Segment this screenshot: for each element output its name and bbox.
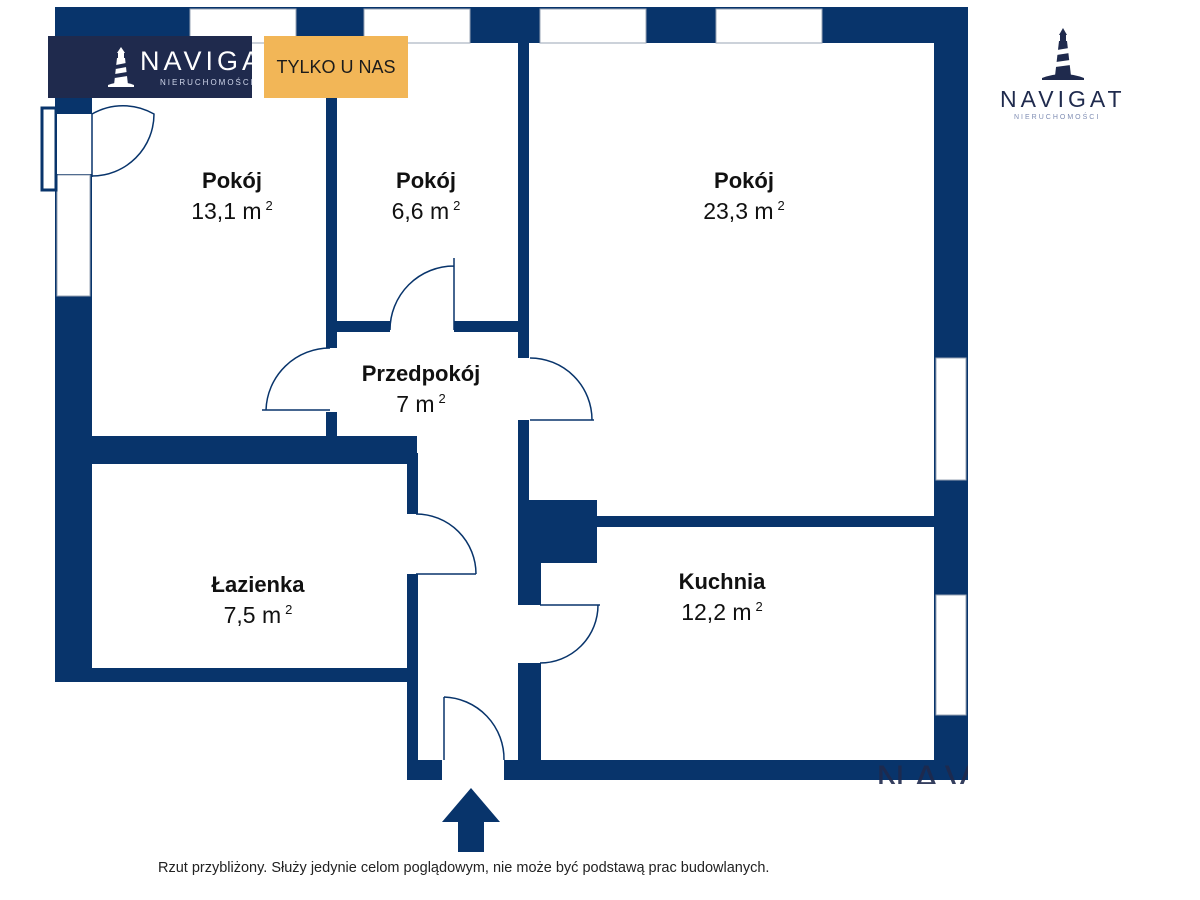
balcony <box>40 106 58 192</box>
lighthouse-icon <box>1042 28 1084 80</box>
brand-name: NAVIGAT <box>140 46 283 76</box>
wall-room2-room3 <box>518 43 529 503</box>
room-name: Pokój <box>396 168 456 193</box>
area-unit-exponent: 2 <box>777 198 785 214</box>
area-unit-exponent: 2 <box>438 391 446 407</box>
brand-subtitle: NIERUCHOMOŚCI <box>1014 114 1101 121</box>
window-right-2 <box>935 594 967 716</box>
room-area: 7 m <box>396 391 435 417</box>
brand-name: NAVIGAT <box>1000 86 1126 112</box>
wall-bottom <box>407 760 968 780</box>
door-opening-room3 <box>514 358 534 420</box>
brand-badge: NAVIGAT NIERUCHOMOŚCI <box>48 36 279 98</box>
arrow-up-icon <box>442 788 500 852</box>
wall-bathroom-bottom <box>55 668 417 682</box>
brand-subtitle: NIERUCHOMOŚCI <box>160 78 255 87</box>
area-unit-exponent: 2 <box>755 599 763 615</box>
door-swing-kitchen <box>539 604 600 664</box>
lighthouse-icon <box>108 47 134 87</box>
wall-left <box>55 7 92 682</box>
door-opening-kitchen <box>517 605 545 663</box>
door-opening-entrance <box>442 756 504 784</box>
room-area: 23,3 m <box>703 198 774 224</box>
door-swing-room3 <box>529 357 594 421</box>
door-swing-entrance <box>443 696 505 761</box>
door-opening-room2 <box>390 319 454 334</box>
wall-corridor-left <box>407 453 418 780</box>
door-swing-room2 <box>389 258 455 331</box>
area-unit-exponent: 2 <box>285 602 293 618</box>
room-name: Kuchnia <box>678 569 766 594</box>
door-swing-bathroom <box>415 513 477 575</box>
wall-room1-bathroom <box>55 436 417 464</box>
window-top-4 <box>715 8 823 44</box>
room-area: 12,2 m <box>681 599 752 625</box>
area-unit-exponent: 2 <box>453 198 461 214</box>
disclaimer-text: Rzut przybliżony. Służy jedynie celom po… <box>158 860 770 876</box>
room-name: Pokój <box>714 168 774 193</box>
room-area: 6,6 m <box>391 198 450 224</box>
room-name: Pokój <box>202 168 262 193</box>
door-opening-room1 <box>322 348 340 412</box>
room-area: 13,1 m <box>191 198 262 224</box>
window-top-3 <box>539 8 647 44</box>
room-name: Przedpokój <box>361 361 481 386</box>
room-area: 7,5 m <box>223 602 282 628</box>
wall-room3-kitchen <box>518 516 934 527</box>
door-swing-room1 <box>262 347 331 411</box>
room-name: Łazienka <box>211 572 305 597</box>
exclusive-tag: TYLKO U NAS <box>264 36 408 98</box>
door-swing-balcony <box>91 104 155 177</box>
window-left <box>56 174 91 297</box>
doors <box>57 104 600 784</box>
door-opening-bathroom <box>403 514 421 574</box>
door-opening-balcony <box>57 114 92 174</box>
balcony-frame <box>40 106 58 192</box>
walls <box>55 7 968 780</box>
brand-watermark: NAVI <box>876 758 968 784</box>
window-right-1 <box>935 357 967 481</box>
area-unit-exponent: 2 <box>265 198 273 214</box>
wall-room1-room2 <box>326 43 337 437</box>
corner-logo: NAVIGAT NIERUCHOMOŚCI <box>994 26 1134 126</box>
